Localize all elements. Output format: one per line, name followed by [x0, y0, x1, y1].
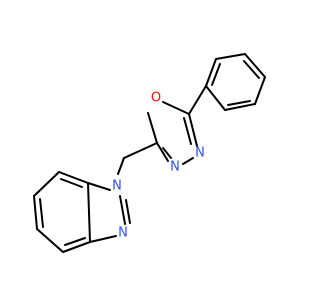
double-bond-inner: [125, 199, 131, 224]
double-bond-inner: [243, 60, 260, 79]
double-bond-inner: [64, 237, 86, 246]
double-bond-inner: [211, 63, 221, 86]
double-bond-inner: [183, 117, 192, 145]
nitrogen-label: N: [112, 179, 122, 194]
methylene-bond: [117, 157, 125, 175]
bond: [36, 228, 64, 253]
bond: [33, 195, 38, 230]
oxygen-label: O: [151, 91, 161, 106]
molecule-drawing: O N N N N: [33, 53, 266, 253]
atom-n-oxadiazole-2: N: [195, 146, 205, 161]
atom-n-benzimidazole-1: N: [112, 179, 122, 194]
bond: [244, 53, 266, 78]
bond: [156, 142, 169, 162]
oxadiazole-ring: [147, 101, 198, 165]
nitrogen-label: N: [195, 146, 205, 161]
atom-n-oxadiazole-1: N: [170, 160, 180, 175]
nitrogen-label: N: [170, 160, 180, 175]
bond: [188, 113, 198, 147]
structure-canvas: O N N N N: [33, 53, 266, 253]
double-bond-inner: [39, 198, 44, 228]
bond: [215, 53, 246, 60]
bond: [33, 171, 60, 197]
atom-o-ring: O: [151, 91, 161, 106]
bond: [224, 103, 256, 111]
bond: [119, 195, 126, 225]
bond: [162, 101, 190, 115]
atom-n-benzimidazole-3: N: [118, 226, 128, 241]
bond: [87, 182, 91, 243]
nitrogen-label: N: [118, 226, 128, 241]
double-bond-inner: [162, 147, 172, 159]
bond: [205, 58, 217, 87]
bond: [182, 157, 194, 165]
methylene-bond: [123, 142, 158, 159]
benzo-ring: [33, 171, 91, 253]
bond: [89, 235, 117, 243]
phenyl-oxadiazole-bond: [188, 85, 207, 115]
bond: [87, 182, 111, 191]
double-bond-inner: [227, 100, 251, 106]
bond: [254, 76, 266, 105]
bond: [62, 241, 91, 253]
bond: [58, 171, 89, 184]
bond: [205, 85, 226, 111]
double-bond-inner: [60, 178, 83, 188]
phenyl-ring: [205, 53, 266, 111]
imidazole-ring: [87, 182, 131, 243]
bond: [147, 112, 158, 144]
